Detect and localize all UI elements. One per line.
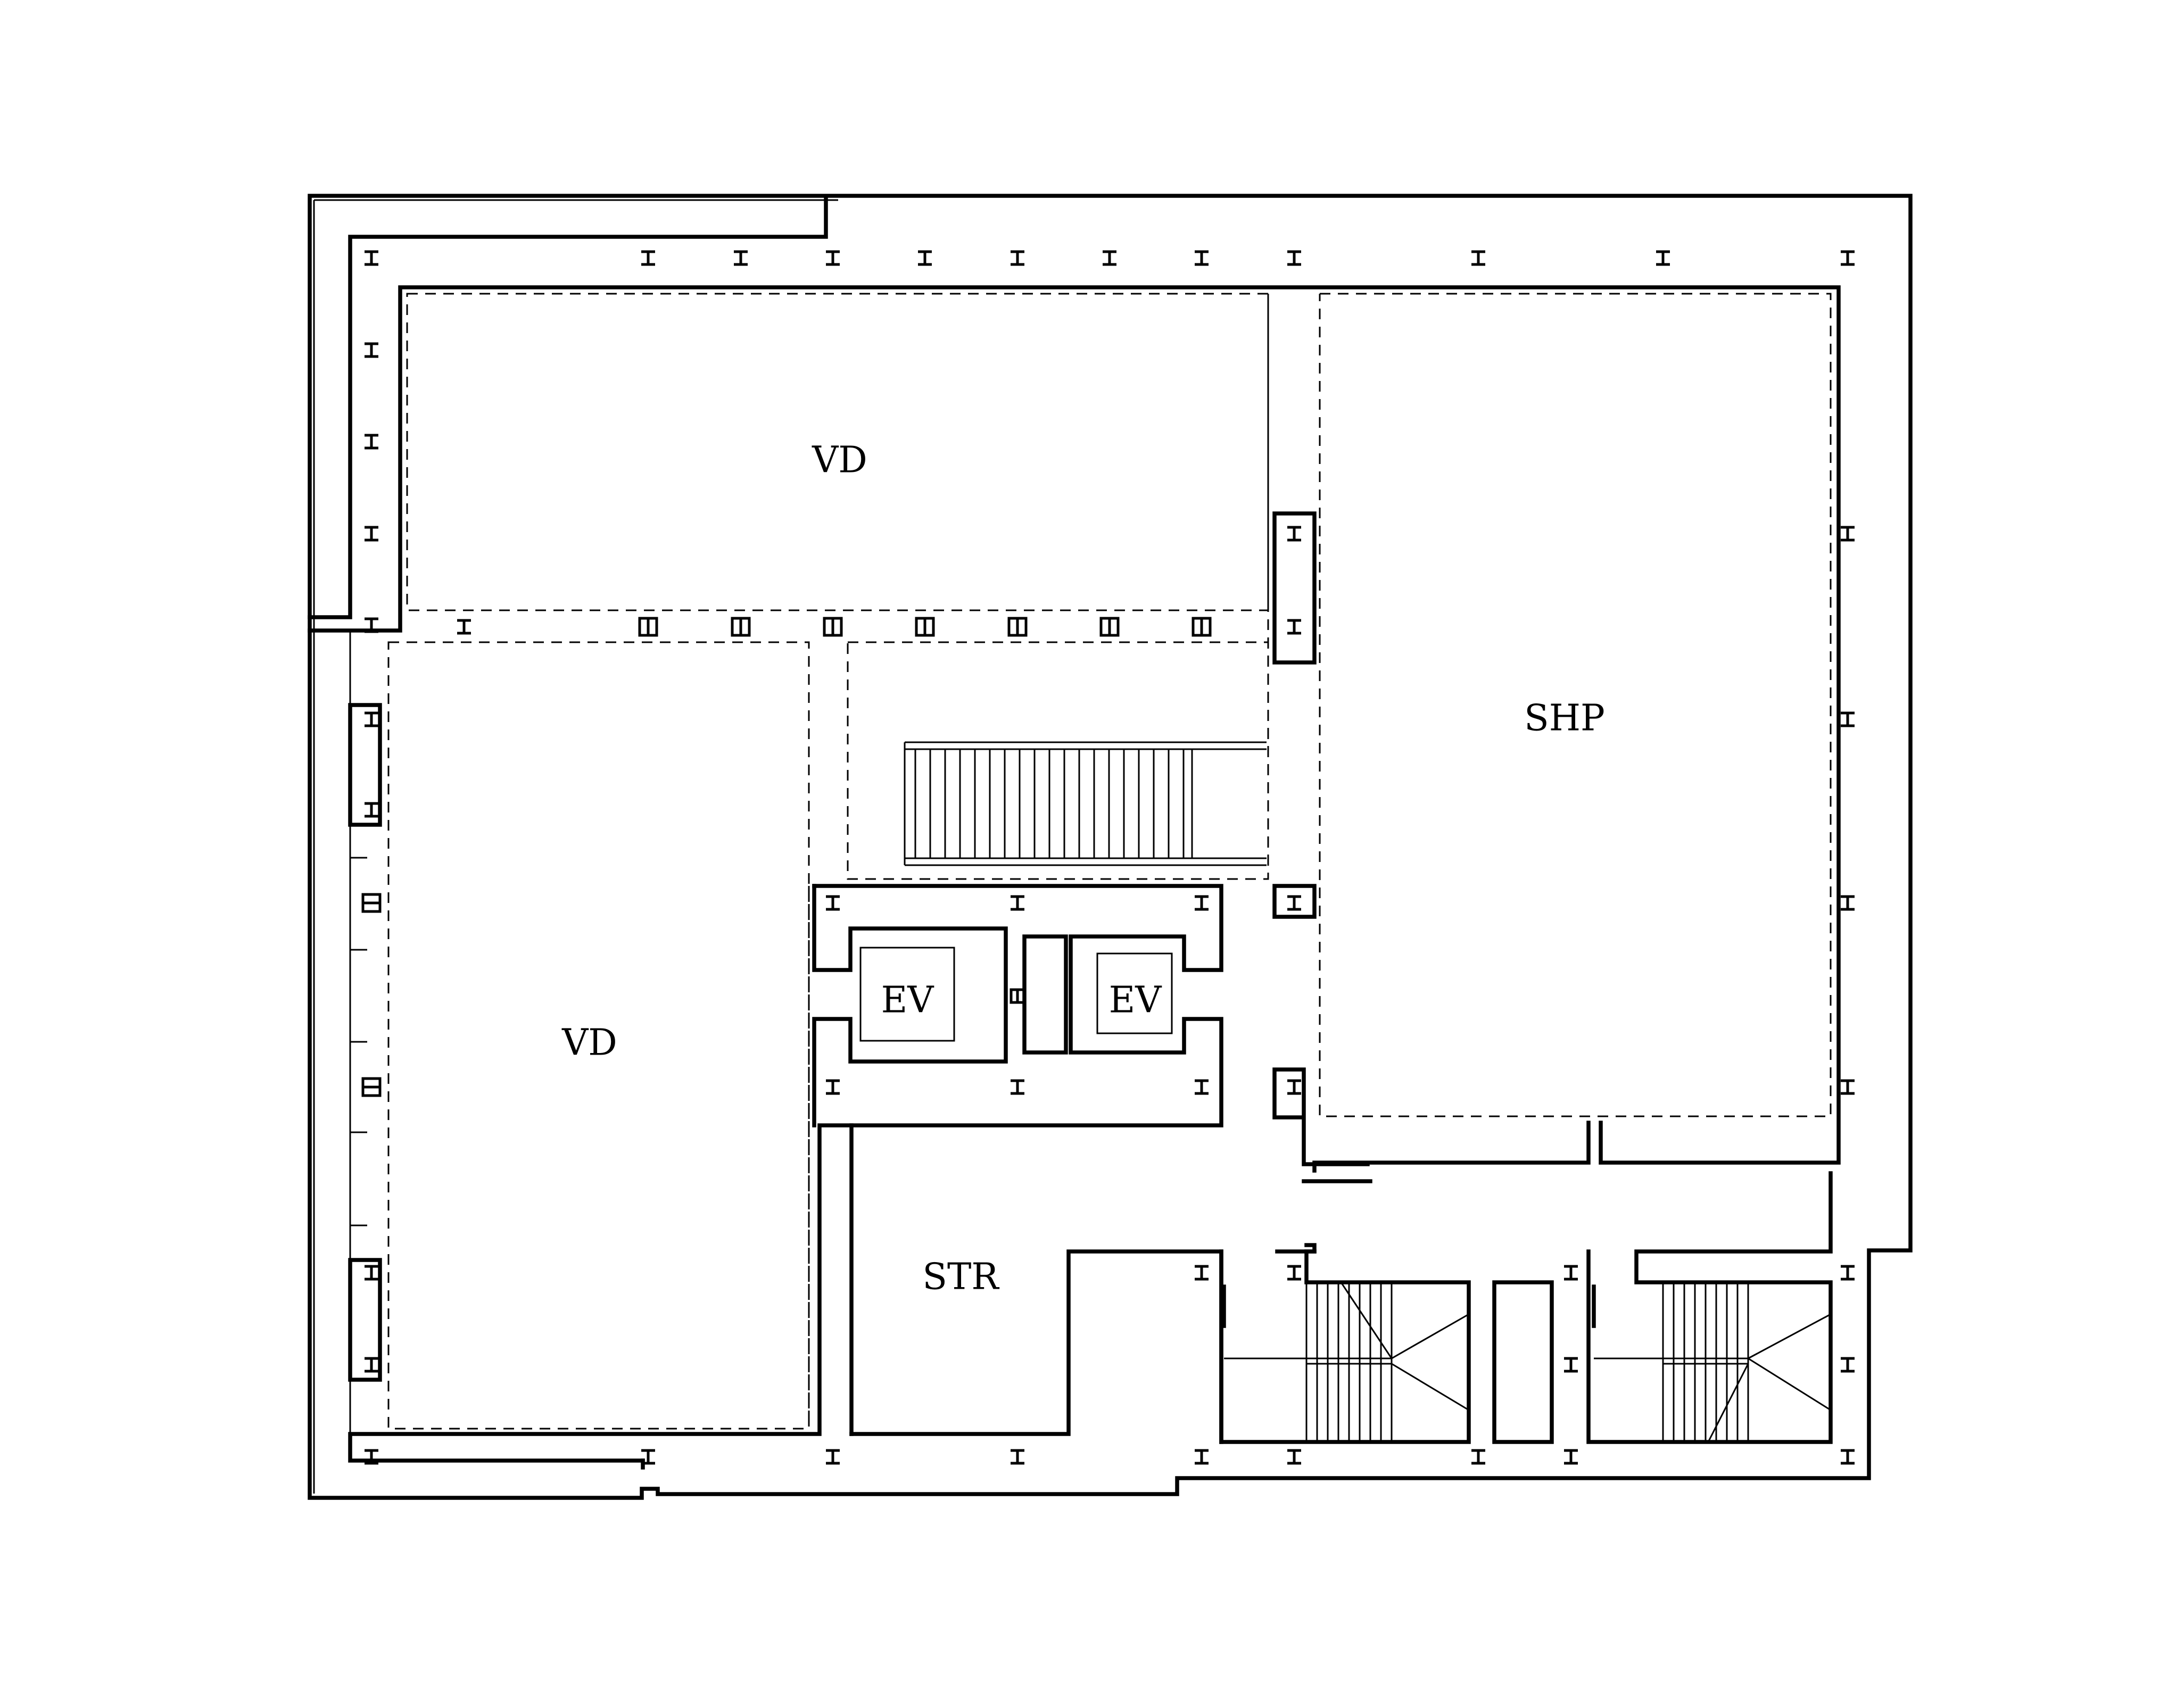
column-icon	[1841, 1265, 1855, 1281]
stair-treads	[1224, 1282, 1831, 1442]
column-icon	[1192, 617, 1212, 637]
column-icon	[1195, 250, 1209, 266]
column-icon	[1841, 1449, 1855, 1465]
room-label-void-upper: VD	[812, 440, 867, 482]
column-icon	[826, 250, 840, 266]
column-icon	[365, 526, 378, 542]
column-icon	[638, 617, 658, 637]
column-icon	[1195, 895, 1209, 911]
column-icon	[915, 617, 935, 637]
column-icon	[1841, 711, 1855, 727]
column-icon	[1471, 1449, 1485, 1465]
column-icon	[365, 1265, 378, 1281]
perimeter-ticks	[350, 857, 367, 1226]
column-icon	[731, 617, 751, 637]
column-icon	[826, 1079, 840, 1095]
column-icon	[1287, 250, 1301, 266]
wall-piers	[348, 511, 1372, 1382]
storage-room	[849, 1249, 1471, 1444]
column-icon	[1099, 617, 1120, 637]
column-icon	[1287, 526, 1301, 542]
column-icon	[365, 342, 378, 358]
column-icon	[365, 250, 378, 266]
column-icon	[823, 617, 843, 637]
room-label-elevator-left: EV	[881, 980, 935, 1022]
column-icon	[1564, 1357, 1578, 1373]
structural-columns	[361, 250, 1855, 1465]
column-icon	[734, 250, 748, 266]
column-icon	[361, 893, 382, 913]
column-icon	[457, 619, 471, 635]
column-icon	[1287, 895, 1301, 911]
column-icon	[1841, 250, 1855, 266]
column-icon	[365, 711, 378, 727]
column-icon	[365, 1357, 378, 1373]
column-icon	[1195, 1079, 1209, 1095]
column-icon	[641, 250, 655, 266]
column-icon	[826, 895, 840, 911]
column-icon	[826, 1449, 840, 1465]
column-icon	[1841, 1357, 1855, 1373]
column-icon	[1195, 1449, 1209, 1465]
column-icon	[641, 1449, 655, 1465]
column-icon	[1011, 250, 1024, 266]
column-icon	[918, 250, 932, 266]
column-icon	[1287, 1265, 1301, 1281]
column-icon	[1195, 1265, 1209, 1281]
column-icon	[1011, 1079, 1024, 1095]
column-icon	[1564, 1449, 1578, 1465]
column-icon	[1010, 988, 1025, 1004]
column-icon	[365, 617, 378, 633]
column-icon	[1287, 1449, 1301, 1465]
room-label-shop: SHP	[1524, 698, 1605, 740]
column-icon	[1287, 619, 1301, 635]
column-icon	[1011, 895, 1024, 911]
column-icon	[1471, 250, 1485, 266]
column-icon	[1564, 1265, 1578, 1281]
room-label-void-lower: VD	[561, 1022, 617, 1064]
zone-outlines	[387, 293, 1832, 1430]
column-icon	[1841, 895, 1855, 911]
column-icon	[365, 434, 378, 450]
column-icon	[1287, 1079, 1301, 1095]
column-icon	[365, 1449, 378, 1465]
column-icon	[1007, 617, 1028, 637]
core-walls	[812, 884, 1223, 1436]
column-icon	[361, 1077, 382, 1097]
column-icon	[1841, 526, 1855, 542]
room-label-elevator-right: EV	[1109, 980, 1163, 1022]
central-stair	[904, 741, 1267, 866]
column-icon	[1103, 250, 1116, 266]
column-icon	[365, 802, 378, 818]
column-icon	[1011, 1449, 1024, 1465]
column-icon	[1656, 250, 1670, 266]
column-icon	[1841, 1079, 1855, 1095]
room-label-storage: STR	[922, 1256, 999, 1298]
stair-core-left	[1219, 1171, 1833, 1444]
outer-wall	[308, 194, 1913, 1500]
